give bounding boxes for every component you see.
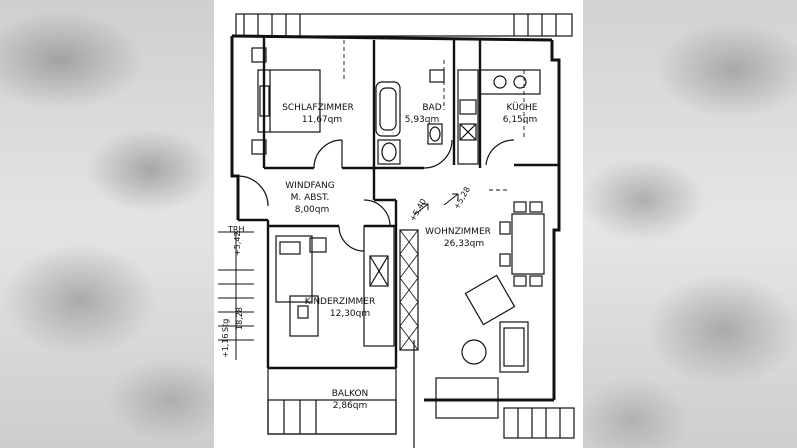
staircase xyxy=(218,231,254,360)
stair-steps: 18,28 xyxy=(235,307,244,330)
kids-bed xyxy=(275,235,313,303)
blurred-background-left xyxy=(0,0,214,448)
blurred-background-right xyxy=(583,0,797,448)
sub-windfang: M. ABST. xyxy=(291,193,330,203)
label-windfang: WINDFANG xyxy=(285,181,334,191)
stair-stg: Stg xyxy=(221,319,230,332)
bathtub xyxy=(375,81,401,137)
terrace xyxy=(435,377,499,419)
area-balkon: 2,86qm xyxy=(333,401,368,411)
bed xyxy=(257,69,321,133)
toilet xyxy=(377,139,401,165)
washbasin xyxy=(427,123,443,145)
label-kueche: KÜCHE xyxy=(507,102,538,113)
cabinet-living xyxy=(399,229,419,351)
kitchen-counter-top xyxy=(479,69,541,95)
label-trh: TRH xyxy=(227,225,244,234)
plant xyxy=(461,339,487,365)
area-kueche: 6,15qm xyxy=(503,115,538,125)
area-kinderzimmer: 12,30qm xyxy=(330,309,370,319)
label-wohnzimmer: WOHNZIMMER xyxy=(425,227,491,237)
area-bad: 5,93qm xyxy=(405,115,440,125)
area-schlafzimmer: 11,67qm xyxy=(302,115,342,125)
area-wohnzimmer: 26,33qm xyxy=(444,239,484,249)
label-balkon: BALKON xyxy=(332,389,369,399)
door-bath xyxy=(423,139,453,169)
sofa xyxy=(499,321,529,373)
floor-plan-drawing: SCHLAFZIMMER 11,67qm BAD 5,93qm KÜCHE 6,… xyxy=(218,13,575,448)
label-bad: BAD xyxy=(422,103,441,113)
label-kinderzimmer: KINDERZIMMER xyxy=(305,297,375,307)
stair-dim-top: +5,42 xyxy=(233,231,242,256)
door-kids xyxy=(338,225,365,252)
room-labels: SCHLAFZIMMER 11,67qm BAD 5,93qm KÜCHE 6,… xyxy=(221,102,538,411)
wardrobe-hall xyxy=(363,225,395,347)
level-a: +5,40 xyxy=(408,197,428,223)
kitchen-counter-left xyxy=(457,69,479,165)
door-kitchen xyxy=(485,139,515,166)
door-bedroom xyxy=(313,139,343,169)
level-b: +5,28 xyxy=(452,185,472,211)
interior-walls xyxy=(238,36,559,370)
area-windfang: 8,00qm xyxy=(295,205,330,215)
dining-table xyxy=(511,213,545,275)
kids-desk xyxy=(289,295,319,337)
door-entrance xyxy=(237,175,269,207)
label-schlafzimmer: SCHLAFZIMMER xyxy=(282,103,354,113)
exterior-walls xyxy=(230,34,561,402)
armchair xyxy=(464,274,516,326)
stair-dim-bottom: +1,16 xyxy=(221,333,230,358)
roof-rail xyxy=(235,13,573,37)
floor-plan-panel: SCHLAFZIMMER 11,67qm BAD 5,93qm KÜCHE 6,… xyxy=(214,0,583,448)
